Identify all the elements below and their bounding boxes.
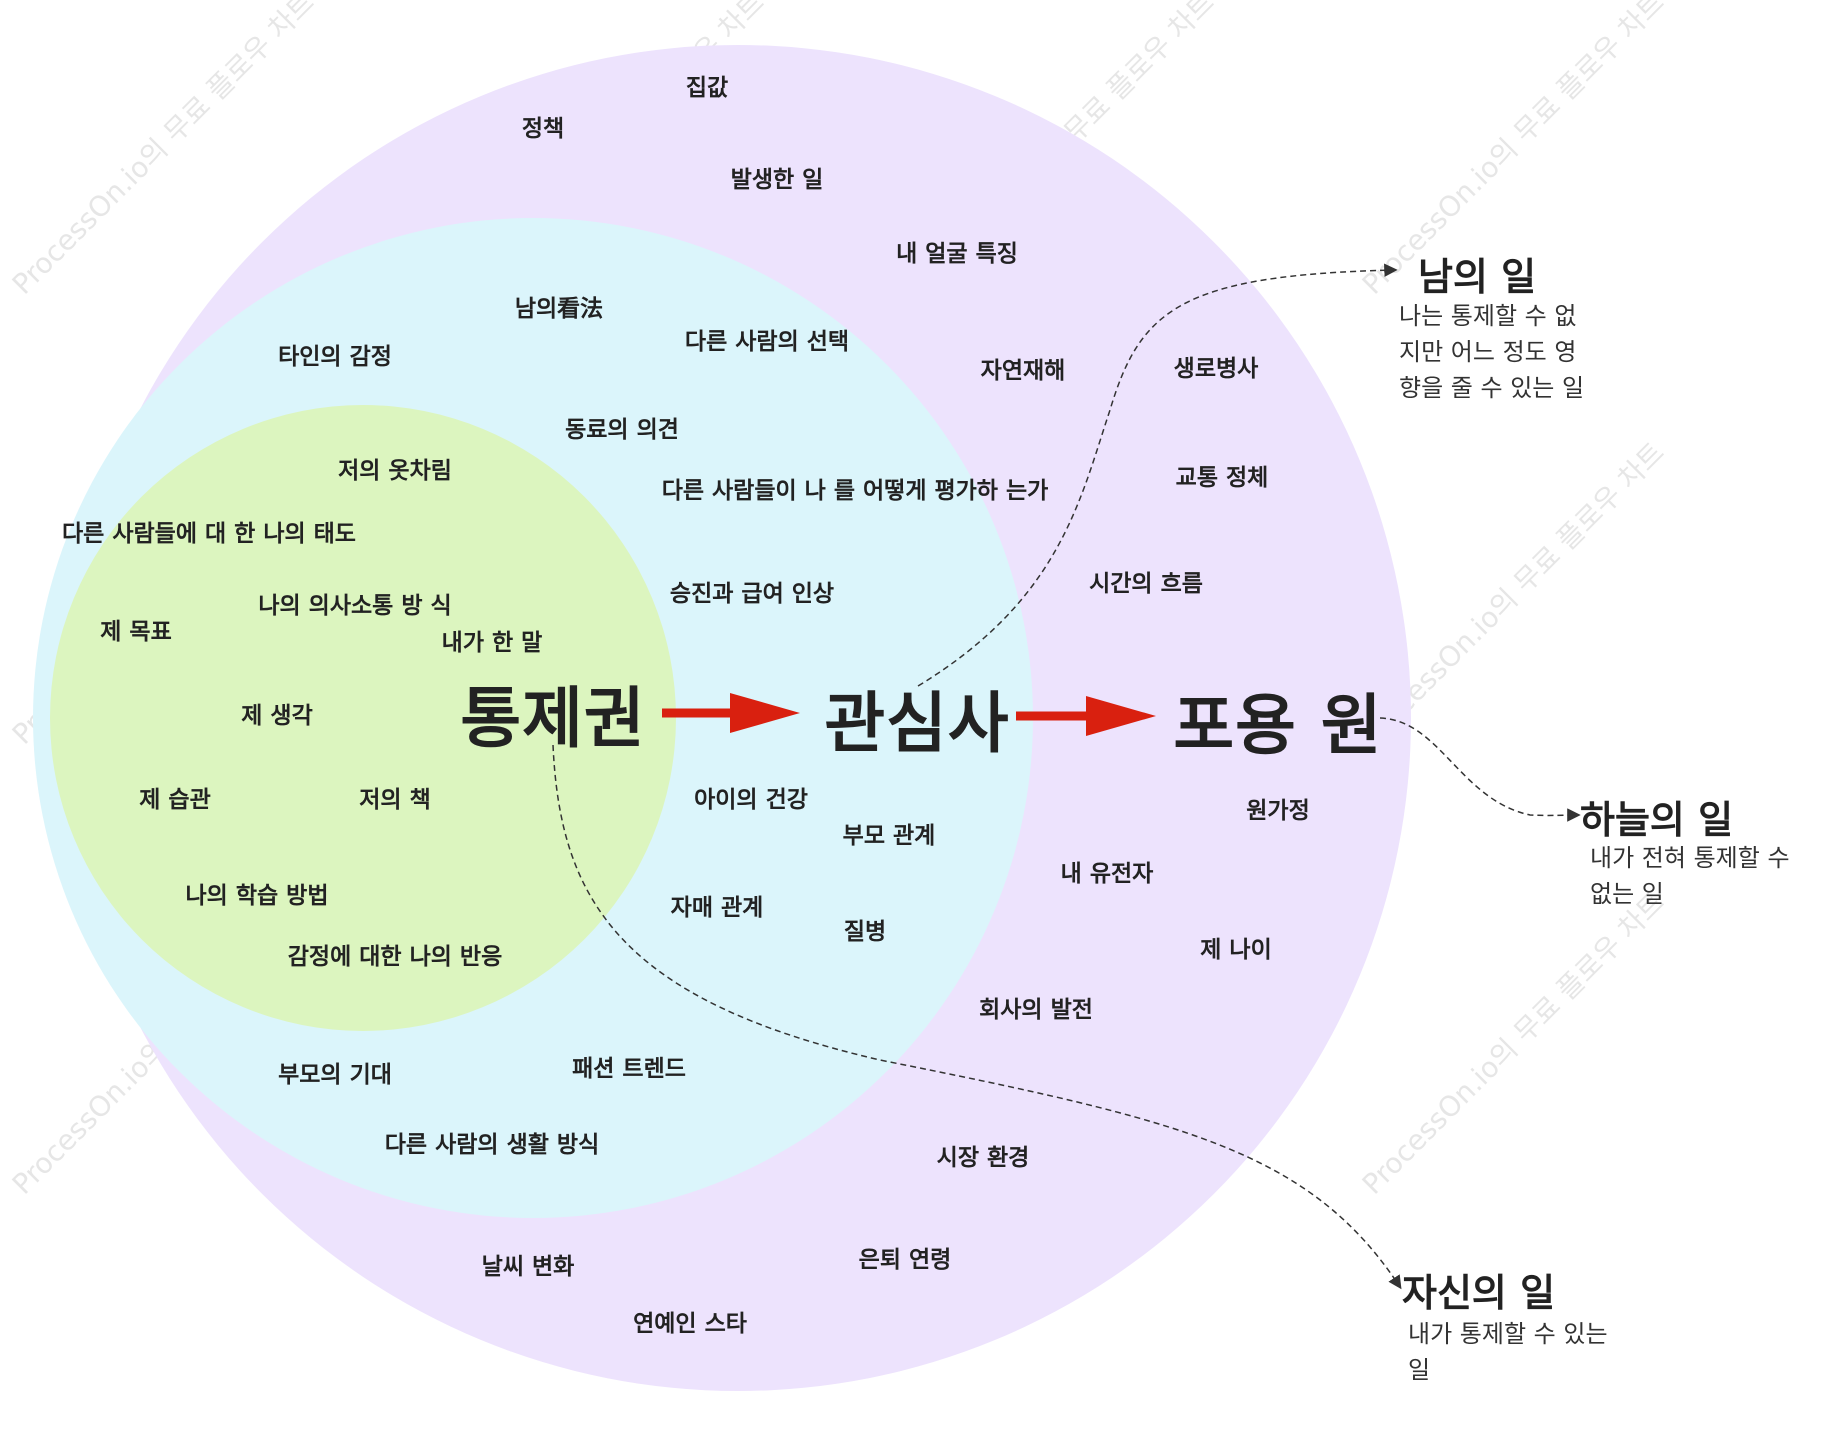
category-heaven-title: 하늘의 일 — [1580, 798, 1734, 842]
outer-item: 집값 — [685, 75, 729, 102]
outer-item: 생로병사 — [1173, 356, 1259, 383]
outer-item: 은퇴 연령 — [858, 1247, 952, 1274]
inner-circle — [50, 405, 676, 1031]
inner-item: 저의 책 — [359, 787, 431, 814]
middle-item: 다른 사람의 선택 — [684, 329, 850, 356]
inner-item: 나의 의사소통 방 식 — [258, 593, 452, 620]
outer-item: 시간의 흐름 — [1089, 571, 1203, 598]
inner-item: 감정에 대한 나의 반응 — [287, 944, 503, 971]
category-self-title: 자신의 일 — [1402, 1271, 1556, 1315]
outer-item: 연예인 스타 — [633, 1311, 747, 1338]
middle-item: 패션 트렌드 — [572, 1056, 686, 1083]
red-arrow-1 — [662, 693, 800, 733]
middle-item: 동료의 의견 — [565, 417, 679, 444]
middle-item: 승진과 급여 인상 — [669, 581, 835, 608]
outer-item: 교통 정체 — [1175, 465, 1269, 492]
outer-item: 발생한 일 — [730, 167, 824, 194]
inner-item: 제 목표 — [100, 619, 172, 646]
category-others-title: 남의 일 — [1418, 255, 1537, 299]
outer-item: 제 나이 — [1200, 937, 1272, 964]
term-acceptance: 포용 원 — [1173, 687, 1383, 764]
middle-item: 남의看法 — [514, 296, 604, 323]
red-arrow-2 — [1016, 696, 1156, 736]
middle-item: 다른 사람들이 나 를 어떻게 평가하 는가 — [661, 478, 1049, 505]
category-heaven-desc: 내가 전혀 통제할 수 없는 일 — [1590, 844, 1790, 908]
outer-item: 회사의 발전 — [979, 997, 1093, 1024]
category-others-desc: 나는 통제할 수 없 지만 어느 정도 영 향을 줄 수 있는 일 — [1399, 302, 1585, 402]
middle-item: 질병 — [843, 919, 887, 946]
outer-item: 날씨 변화 — [481, 1254, 575, 1281]
middle-item: 자매 관계 — [670, 895, 764, 922]
outer-item: 자연재해 — [980, 358, 1066, 385]
middle-item: 다른 사람의 생활 방식 — [384, 1132, 600, 1159]
outer-item: 내 얼굴 특징 — [896, 241, 1018, 268]
connector-others — [917, 263, 1398, 687]
inner-item: 저의 옷차림 — [338, 458, 452, 485]
term-concern: 관심사 — [824, 685, 1010, 762]
inner-item: 제 생각 — [241, 703, 313, 730]
outer-item: 내 유전자 — [1060, 861, 1154, 888]
middle-item: 아이의 건강 — [694, 787, 808, 814]
connector-heaven — [1379, 717, 1581, 822]
watermark-text: ProcessOn.io의 무료 플로우 차트 — [1356, 886, 1671, 1201]
middle-item: 타인의 감정 — [278, 344, 392, 371]
middle-item: 부모 관계 — [842, 823, 936, 850]
category-self-desc: 내가 통제할 수 있는 일 — [1408, 1320, 1608, 1384]
middle-item: 부모의 기대 — [278, 1062, 392, 1089]
outer-item: 정책 — [521, 116, 565, 143]
outer-item: 원가정 — [1246, 798, 1310, 825]
inner-item: 나의 학습 방법 — [185, 883, 329, 910]
inner-item: 다른 사람들에 대 한 나의 태도 — [62, 521, 356, 548]
outer-item: 시장 환경 — [936, 1145, 1030, 1172]
inner-item: 제 습관 — [139, 787, 211, 814]
term-control: 통제권 — [460, 680, 646, 757]
inner-item: 내가 한 말 — [441, 630, 543, 657]
